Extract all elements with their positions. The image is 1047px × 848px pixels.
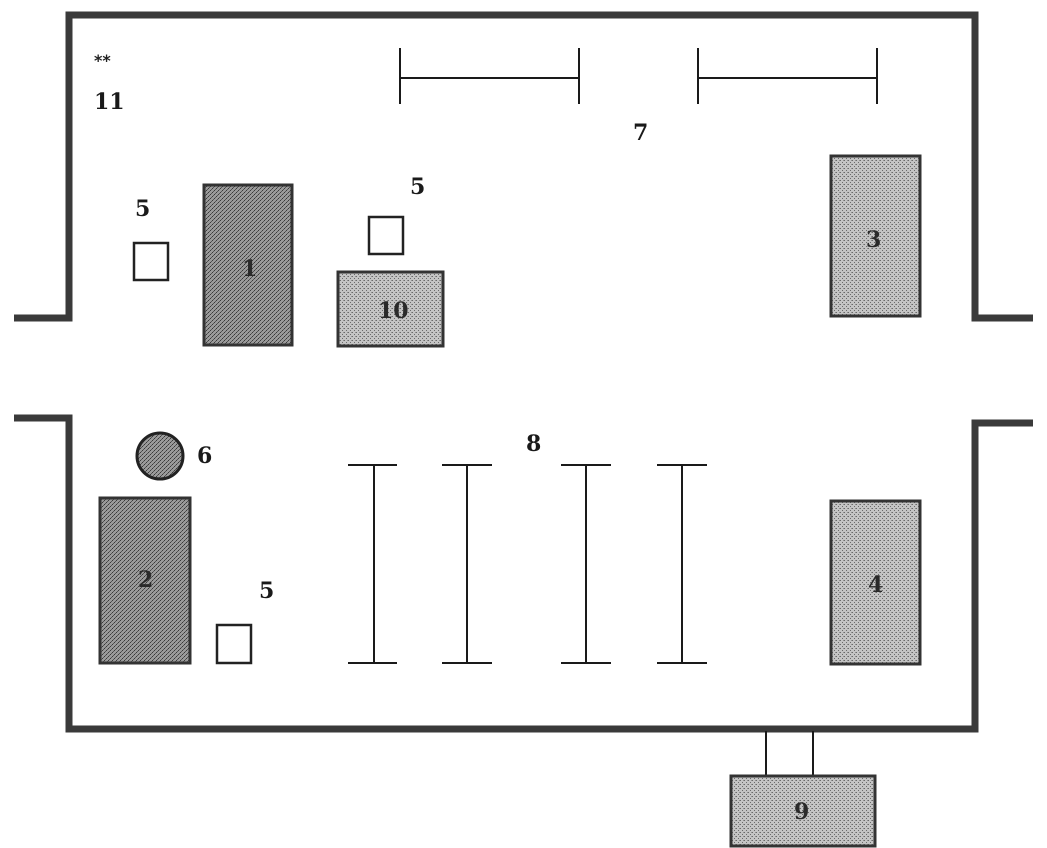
- lower-rail-1: [348, 464, 397, 664]
- lower-rail-3: [561, 464, 611, 664]
- small-box-upper-middle: [367, 215, 405, 256]
- small-box-upper-left: [132, 241, 170, 282]
- lower-room-wall: [14, 414, 1033, 733]
- label-5-upper-middle: 5: [410, 174, 425, 200]
- equipment-1-label: 1: [242, 256, 257, 282]
- label-5-upper-left: 5: [135, 196, 150, 222]
- equipment-2-label: 2: [138, 567, 153, 593]
- upper-rail-left: [399, 48, 580, 104]
- equipment-1: [202, 183, 294, 347]
- label-5-lower: 5: [259, 578, 274, 604]
- label-6: 6: [197, 443, 212, 469]
- equipment-3-label: 3: [866, 227, 881, 253]
- lower-rail-2: [442, 464, 492, 664]
- equipment-2: [98, 496, 192, 665]
- label-11: 11: [94, 89, 125, 115]
- equipment-3: [829, 154, 922, 318]
- equipment-4: [829, 499, 922, 666]
- small-box-lower: [215, 623, 253, 665]
- stars-mark: **: [94, 51, 111, 70]
- upper-room-wall: [14, 11, 1033, 322]
- equipment-9: [729, 774, 877, 848]
- equipment-9-label: 9: [794, 799, 809, 825]
- equipment-10: [336, 270, 445, 348]
- equipment-4-label: 4: [868, 572, 883, 598]
- upper-rail-right: [697, 48, 878, 104]
- circle-6: [135, 431, 185, 481]
- label-7: 7: [633, 120, 648, 146]
- equipment-10-label: 10: [378, 298, 409, 324]
- label-8: 8: [526, 431, 541, 457]
- lower-rail-4: [657, 464, 707, 664]
